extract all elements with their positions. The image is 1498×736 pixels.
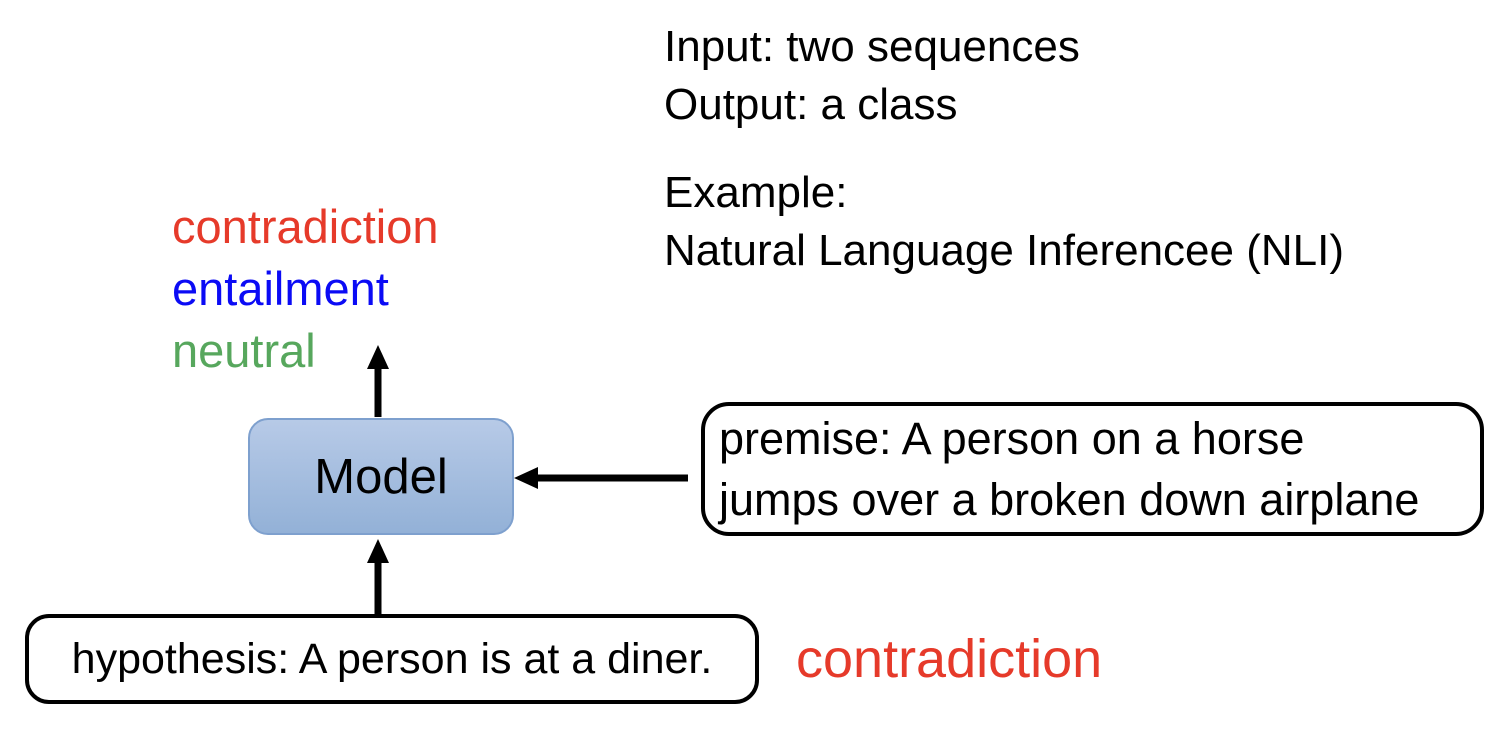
prediction-label: contradiction xyxy=(796,629,1103,689)
hypothesis-arrow xyxy=(367,539,389,620)
example-task-name: Natural Language Inferencee (NLI) xyxy=(664,226,1344,275)
premise-line-1: premise: A person on a horse xyxy=(719,413,1305,464)
class-label-entailment: entailment xyxy=(172,262,389,315)
io-description: Input: two sequences Output: a class Exa… xyxy=(664,18,1344,280)
class-label-neutral: neutral xyxy=(172,324,316,377)
model-label: Model xyxy=(314,449,448,504)
premise-line-2: jumps over a broken down airplane xyxy=(719,474,1420,525)
premise-box: premise: A person on a horse jumps over … xyxy=(701,402,1484,536)
hypothesis-box: hypothesis: A person is at a diner. xyxy=(25,614,759,704)
premise-arrow xyxy=(514,467,688,489)
input-description-line: Input: two sequences xyxy=(664,22,1080,71)
model-box: Model xyxy=(248,418,514,535)
output-class-list: contradiction entailment neutral xyxy=(172,196,439,382)
hypothesis-text: hypothesis: A person is at a diner. xyxy=(71,634,713,683)
class-label-contradiction: contradiction xyxy=(172,200,439,253)
example-heading: Example: xyxy=(664,168,848,217)
output-description-line: Output: a class xyxy=(664,80,958,129)
